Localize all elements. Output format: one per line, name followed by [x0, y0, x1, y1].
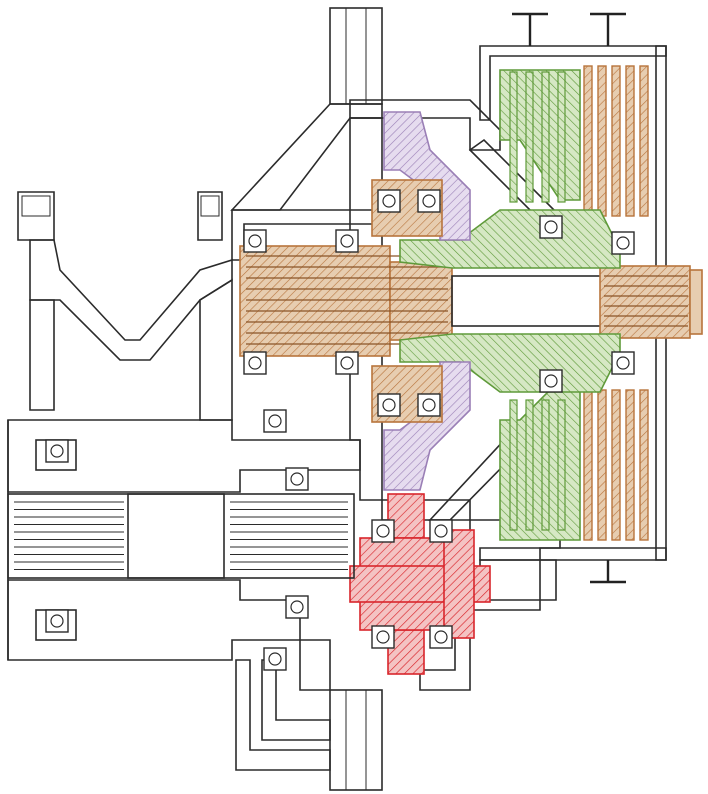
- friction-plate-upper: [639, 65, 649, 217]
- bearing: [417, 189, 441, 213]
- bearing: [243, 229, 267, 253]
- bearing: [335, 351, 359, 375]
- green-plate-lower: [541, 399, 550, 531]
- green-plate-lower: [509, 399, 518, 531]
- bearing: [285, 595, 309, 619]
- friction-plate-lower: [611, 389, 621, 541]
- mainshaft: [239, 245, 703, 357]
- bearing: [45, 439, 69, 463]
- friction-plate-lower: [625, 389, 635, 541]
- pinion-gear: [349, 493, 491, 675]
- friction-plate-upper: [625, 65, 635, 217]
- green-plate-upper: [557, 71, 566, 203]
- bearing: [429, 519, 453, 543]
- bearing: [377, 393, 401, 417]
- clutch-friction-plates: [583, 65, 649, 541]
- clutch-pressure-levers: [499, 69, 581, 541]
- bearing: [243, 351, 267, 375]
- bearing: [263, 409, 287, 433]
- bearing: [377, 189, 401, 213]
- friction-plate-lower: [639, 389, 649, 541]
- friction-plate-lower: [597, 389, 607, 541]
- bearing: [371, 625, 395, 649]
- clutch-hub: [399, 209, 621, 393]
- bearing: [611, 351, 635, 375]
- green-plate-lower: [525, 399, 534, 531]
- green-plate-upper: [525, 71, 534, 203]
- bearing: [335, 229, 359, 253]
- bearing: [371, 519, 395, 543]
- bearing-symbol: [45, 189, 635, 671]
- green-plate-upper: [509, 71, 518, 203]
- bearing: [263, 647, 287, 671]
- friction-plate-lower: [583, 389, 593, 541]
- bearing: [611, 231, 635, 255]
- lower-shaft: [7, 493, 355, 579]
- green-plate-lower: [557, 399, 566, 531]
- handwheel-symbol: [512, 12, 626, 584]
- bearing: [539, 369, 563, 393]
- friction-plate-upper: [597, 65, 607, 217]
- bearing: [45, 609, 69, 633]
- bearing: [285, 467, 309, 491]
- bearing: [539, 215, 563, 239]
- bearing: [429, 625, 453, 649]
- friction-plate-upper: [611, 65, 621, 217]
- green-plate-upper: [541, 71, 550, 203]
- friction-plate-upper: [583, 65, 593, 217]
- bearing: [417, 393, 441, 417]
